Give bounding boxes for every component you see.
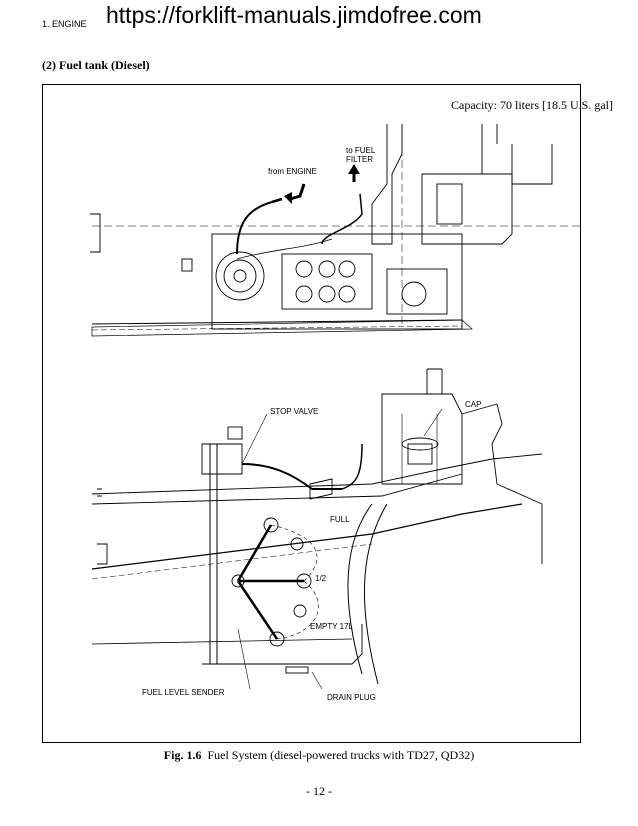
fuel-system-drawing [90,124,581,690]
label-half: 1/2 [315,574,327,583]
top-view [90,124,581,337]
figure-number: Fig. 1.6 [163,748,202,762]
label-cap: CAP [465,400,482,409]
label-drain-plug: DRAIN PLUG [327,693,376,702]
label-filter: FILTER [346,155,373,164]
label-fuel-level-sender: FUEL LEVEL SENDER [142,688,225,697]
capacity-text: Capacity: 70 liters [18.5 U.S. gal] [451,98,613,112]
label-from-engine: from ENGINE [268,167,317,176]
label-full: FULL [330,515,350,524]
figure-frame [42,84,581,743]
section-title: (2) Fuel tank (Diesel) [42,58,150,72]
page-number: - 12 - [306,784,332,798]
label-to-fuel: to FUEL [346,146,376,155]
label-empty: EMPTY 17L [310,622,353,631]
side-view [91,368,543,690]
section-header: 1. ENGINE [42,19,87,29]
figure-caption: Fig. 1.6 Fuel System (diesel-powered truc… [0,748,638,763]
label-stop-valve: STOP VALVE [270,407,319,416]
figure-caption-text: Fuel System (diesel-powered trucks with … [207,748,475,762]
watermark-url: https://forklift-manuals.jimdofree.com [106,2,482,28]
